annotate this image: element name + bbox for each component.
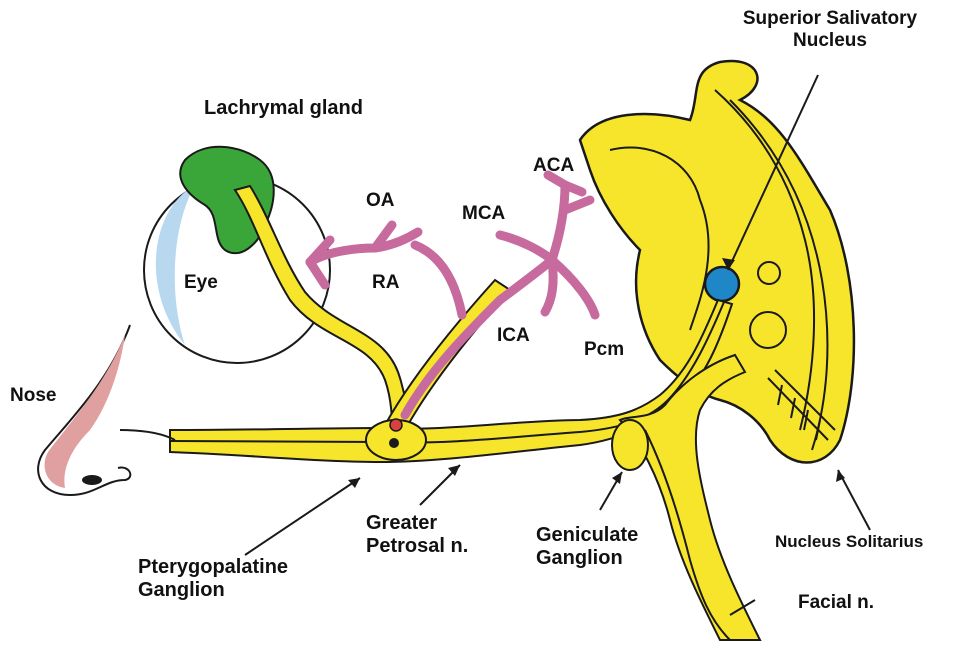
arteries: [310, 175, 595, 415]
label-superior-salivatory: Superior Salivatory Nucleus: [730, 8, 930, 52]
brainstem: [580, 61, 854, 463]
nose-tint: [45, 335, 125, 488]
label-superior-salivatory-line1: Superior Salivatory: [730, 8, 930, 30]
label-greater-petrosal-line1: Greater: [366, 512, 468, 535]
nucleus-circle-large: [750, 312, 786, 348]
label-geniculate-line1: Geniculate: [536, 524, 638, 547]
label-lachrymal-gland: Lachrymal gland: [204, 97, 363, 120]
label-ica: ICA: [497, 325, 530, 347]
label-nose: Nose: [10, 385, 56, 407]
label-nucleus-solitarius: Nucleus Solitarius: [775, 532, 923, 552]
geniculate-ganglion: [612, 420, 648, 470]
label-superior-salivatory-line2: Nucleus: [730, 30, 930, 52]
label-pterygopalatine-ganglion: Pterygopalatine Ganglion: [138, 556, 288, 602]
label-greater-petrosal: Greater Petrosal n.: [366, 512, 468, 558]
nostril: [82, 475, 102, 485]
label-greater-petrosal-line2: Petrosal n.: [366, 535, 468, 558]
label-pterygopalatine-line1: Pterygopalatine: [138, 556, 288, 579]
nucleus-circle-small: [758, 262, 780, 284]
label-pterygopalatine-line2: Ganglion: [138, 579, 288, 602]
label-pcm: Pcm: [584, 339, 624, 361]
label-ra: RA: [372, 272, 399, 294]
label-aca: ACA: [533, 155, 574, 177]
label-eye: Eye: [184, 272, 218, 294]
superior-salivatory-nucleus: [705, 267, 739, 301]
ganglion-dot-red: [390, 419, 402, 431]
label-geniculate-ganglion: Geniculate Ganglion: [536, 524, 638, 570]
label-geniculate-line2: Ganglion: [536, 547, 638, 570]
label-mca: MCA: [462, 203, 505, 225]
label-facial-n: Facial n.: [798, 592, 874, 614]
nerve-small-branch: [120, 430, 175, 440]
ganglion-dot-black: [389, 438, 399, 448]
label-oa: OA: [366, 190, 395, 212]
